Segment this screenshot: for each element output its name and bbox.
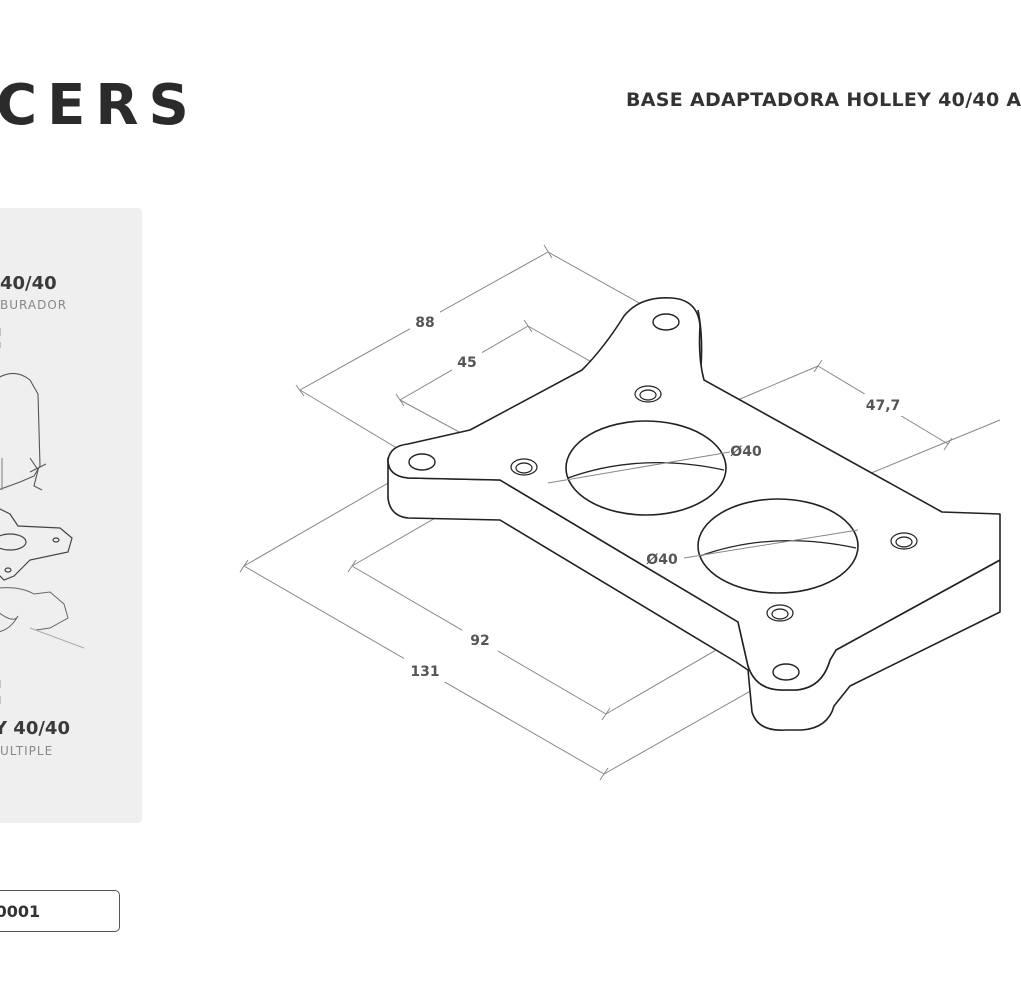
dim-label-45: 45	[457, 355, 476, 371]
dim-label-47-7: 47,7	[866, 398, 901, 414]
brand-logo-text: CERS	[0, 73, 199, 138]
mount-hole-left	[408, 453, 436, 471]
dim-label-bore-2: Ø40	[646, 552, 678, 568]
dim-label-88: 88	[415, 315, 434, 331]
bore-2-leader	[683, 529, 859, 559]
dim-label-131: 131	[410, 664, 439, 680]
carburetor-sketch	[0, 328, 47, 491]
mount-hole-bottom	[772, 663, 800, 681]
document-title: BASE ADAPTADORA HOLLEY 40/40 A	[626, 89, 1021, 111]
product-code: -0001	[0, 902, 41, 921]
dim-label-92: 92	[470, 633, 489, 649]
dim-label-bore-1: Ø40	[730, 444, 762, 460]
spacer-sketch	[0, 508, 73, 581]
mount-hole-top	[652, 313, 680, 331]
bore-1-leader	[547, 451, 731, 484]
threaded-holes	[510, 385, 918, 622]
assembly-sketch	[0, 328, 85, 704]
bore-1	[565, 420, 727, 516]
bore-2	[697, 498, 859, 594]
product-code-box: -0001	[0, 890, 120, 932]
panel-bottom-subtitle: ULTIPLE	[0, 744, 54, 758]
panel-top-subtitle: BURADOR	[0, 298, 68, 312]
assembly-panel: 40/40 BURADOR Y 40/40 ULTIPLE	[0, 208, 142, 823]
technical-drawing: 88 45 47,7 Ø40 Ø40 92 131	[239, 244, 1001, 781]
panel-bottom-heading: Y 40/40	[0, 718, 70, 739]
bores	[565, 420, 859, 594]
manifold-sketch	[0, 587, 85, 649]
mounting-holes	[408, 313, 800, 681]
panel-top-heading: 40/40	[0, 273, 57, 294]
